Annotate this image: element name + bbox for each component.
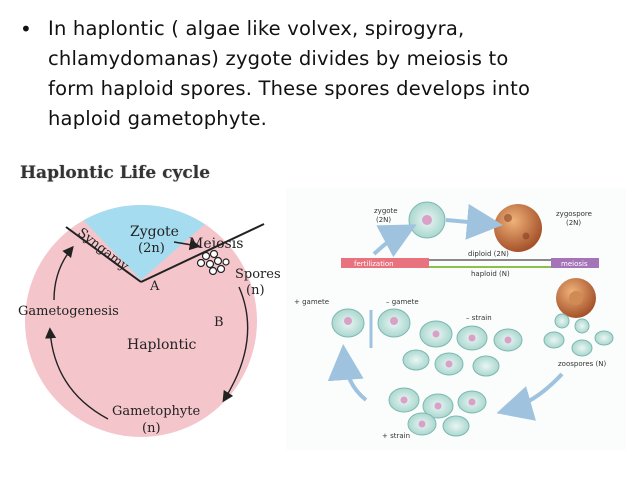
plus-strain-label: + strain [382, 432, 410, 440]
zygote-ploidy-right: (2N) [376, 216, 391, 224]
syngamy-line [65, 226, 142, 283]
haploid-label: haploid (N) [471, 270, 510, 278]
zygote-ploidy-label: (2n) [138, 241, 165, 256]
haplontic-life-cycle-diagram: Syngamy Zygote (2n) Meiosis Spores (n) A… [18, 205, 281, 437]
zoospores-to-plus-strain-arrow [496, 372, 564, 421]
diploid-label: diploid (2N) [468, 250, 509, 258]
haplontic-life-cycle-title: Haplontic Life cycle [20, 163, 211, 183]
fertilization-to-zygote-arrow [372, 224, 417, 258]
zygospore-ploidy: (2N) [566, 219, 581, 227]
bullet-line-3: form haploid spores. These spores develo… [48, 77, 531, 100]
haplontic-label: Haplontic [127, 337, 197, 353]
minus-gamete-cell [377, 308, 411, 338]
plus-gamete-label: + gamete [294, 298, 329, 306]
germinating-zygospore [554, 278, 596, 334]
meiosis-line [140, 223, 265, 283]
fertilization-label: fertilization [354, 260, 394, 268]
zygote-label: Zygote [130, 224, 179, 240]
zygospore-cell [494, 204, 542, 252]
gametogenesis-label: Gametogenesis [18, 304, 119, 319]
gametophyte-label: Gametophyte [112, 404, 200, 419]
zygote-to-meiosis-arrow [173, 239, 201, 251]
bullet-line-1: In haplontic ( algae like volvex, spirog… [48, 17, 465, 40]
minus-gamete-label: – gamete [386, 298, 419, 306]
region-b-label: B [214, 315, 224, 330]
zygote-cell [408, 201, 446, 239]
zygote-label-right: zygote [374, 207, 398, 215]
gametophyte-to-gametogenesis-arrow [44, 327, 109, 420]
meiosis-label: Meiosis [189, 236, 243, 252]
gametogenesis-to-syngamy-arrow [53, 245, 74, 301]
meiosis-spore-cluster [196, 249, 230, 276]
spores-ploidy-label: (n) [246, 283, 265, 298]
gametophyte-ploidy-label: (n) [142, 421, 161, 436]
spores-label: Spores [235, 267, 281, 282]
bullet-text: In haplontic ( algae like volvex, spirog… [48, 14, 620, 134]
zoospores-label: zoospores (N) [558, 360, 606, 368]
spores-to-gametophyte-arrow [222, 286, 249, 403]
bullet-point: • In haplontic ( algae like volvex, spir… [20, 14, 620, 134]
region-a-label: A [149, 279, 160, 294]
minus-strain-label: – strain [466, 314, 492, 322]
fertilization-bar [341, 258, 429, 268]
meiosis-bar [551, 258, 599, 268]
minus-strain-cells [402, 320, 523, 377]
plus-gamete-cell [331, 308, 365, 338]
chlamydomonas-life-cycle-diagram: zygote (2N) zygospore (2N) fertilization… [286, 188, 626, 450]
zygote-to-zygospore-arrow [445, 203, 503, 240]
plus-strain-cells [388, 387, 487, 437]
strain-to-gamete-arrow [327, 344, 368, 402]
meiosis-label-right: meiosis [561, 260, 588, 268]
zygospore-label: zygospore [556, 210, 592, 218]
bullet-marker: • [20, 17, 32, 41]
zoospore-cells [543, 330, 614, 357]
bullet-line-4: haploid gametophyte. [48, 107, 268, 130]
bullet-line-2: chlamydomanas) zygote divides by meiosis… [48, 47, 509, 70]
